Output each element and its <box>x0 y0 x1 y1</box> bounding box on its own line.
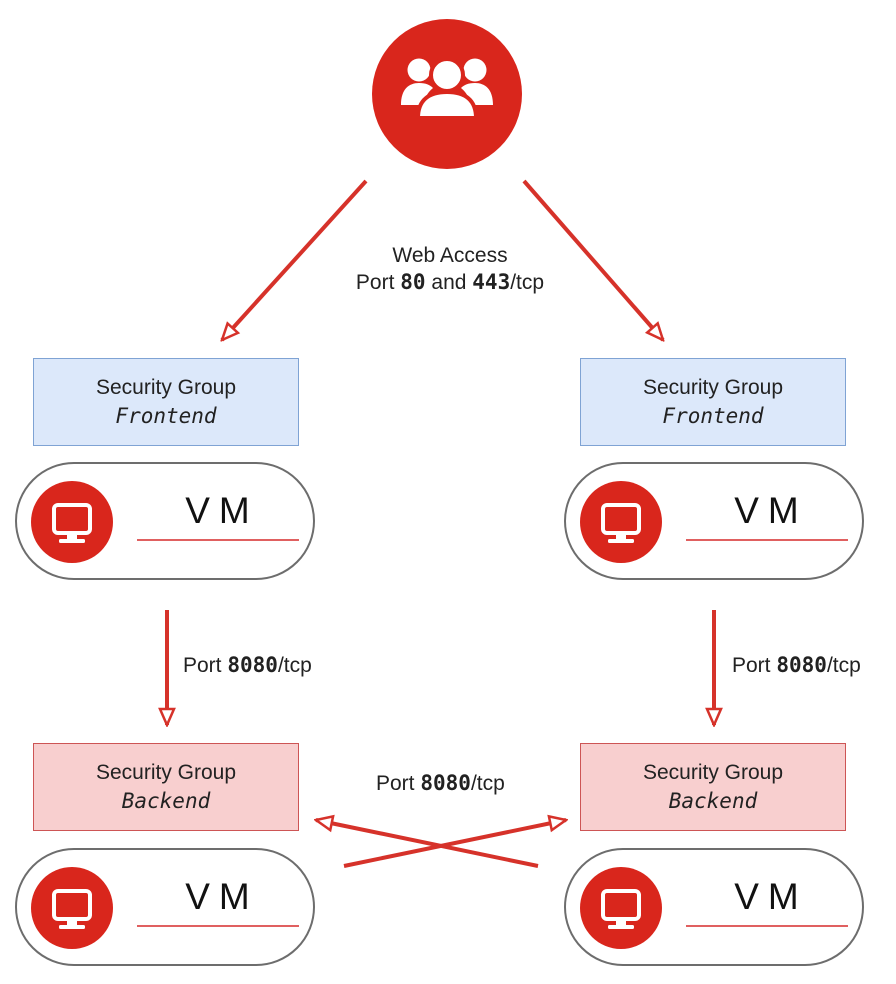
monitor-icon <box>52 889 92 929</box>
users-node <box>372 19 522 169</box>
arrow-cross-to-left <box>316 820 539 868</box>
vm-frontend-right: VM <box>564 462 864 580</box>
port-443: 443 <box>472 270 511 295</box>
security-group-title: Security Group <box>642 375 784 399</box>
monitor-icon <box>601 503 641 543</box>
vm-underline <box>137 539 299 541</box>
arrow-cross-to-right <box>343 820 566 868</box>
arrow-web-right <box>522 179 663 340</box>
port-8080-label-left: Port 8080/tcp <box>183 653 312 677</box>
vm-backend-right: VM <box>564 848 864 966</box>
security-group-backend-right: Security Group Backend <box>580 743 846 831</box>
vm-underline <box>686 539 848 541</box>
port-80: 80 <box>400 270 426 295</box>
vm-label: VM <box>185 490 259 531</box>
vm-badge <box>580 481 662 563</box>
vm-label: VM <box>734 490 808 531</box>
security-group-backend-left: Security Group Backend <box>33 743 299 831</box>
vm-badge <box>31 867 113 949</box>
port-8080-label-right: Port 8080/tcp <box>732 653 861 677</box>
port-8080: 8080 <box>420 771 471 795</box>
monitor-icon <box>52 503 92 543</box>
port-8080: 8080 <box>776 653 827 677</box>
vm-underline <box>686 925 848 927</box>
vm-frontend-left: VM <box>15 462 315 580</box>
security-group-name: Frontend <box>662 404 764 428</box>
security-group-title: Security Group <box>95 375 237 399</box>
web-access-label: Web Access Port 80 and 443/tcp <box>300 242 600 297</box>
security-group-title: Security Group <box>642 760 784 784</box>
vm-label: VM <box>734 876 808 917</box>
arrow-web-left <box>222 179 368 340</box>
security-group-name: Frontend <box>115 404 217 428</box>
vm-badge <box>580 867 662 949</box>
security-group-name: Backend <box>121 789 211 813</box>
users-icon <box>401 57 493 120</box>
port-8080-label-cross: Port 8080/tcp <box>376 771 505 795</box>
vm-backend-left: VM <box>15 848 315 966</box>
security-group-title: Security Group <box>95 760 237 784</box>
security-group-name: Backend <box>668 789 758 813</box>
security-group-frontend-left: Security Group Frontend <box>33 358 299 446</box>
security-group-frontend-right: Security Group Frontend <box>580 358 846 446</box>
vm-underline <box>137 925 299 927</box>
web-access-title: Web Access <box>392 244 508 267</box>
port-8080: 8080 <box>227 653 278 677</box>
vm-badge <box>31 481 113 563</box>
monitor-icon <box>601 889 641 929</box>
vm-label: VM <box>185 876 259 917</box>
web-access-ports: Port 80 and 443/tcp <box>355 270 545 295</box>
